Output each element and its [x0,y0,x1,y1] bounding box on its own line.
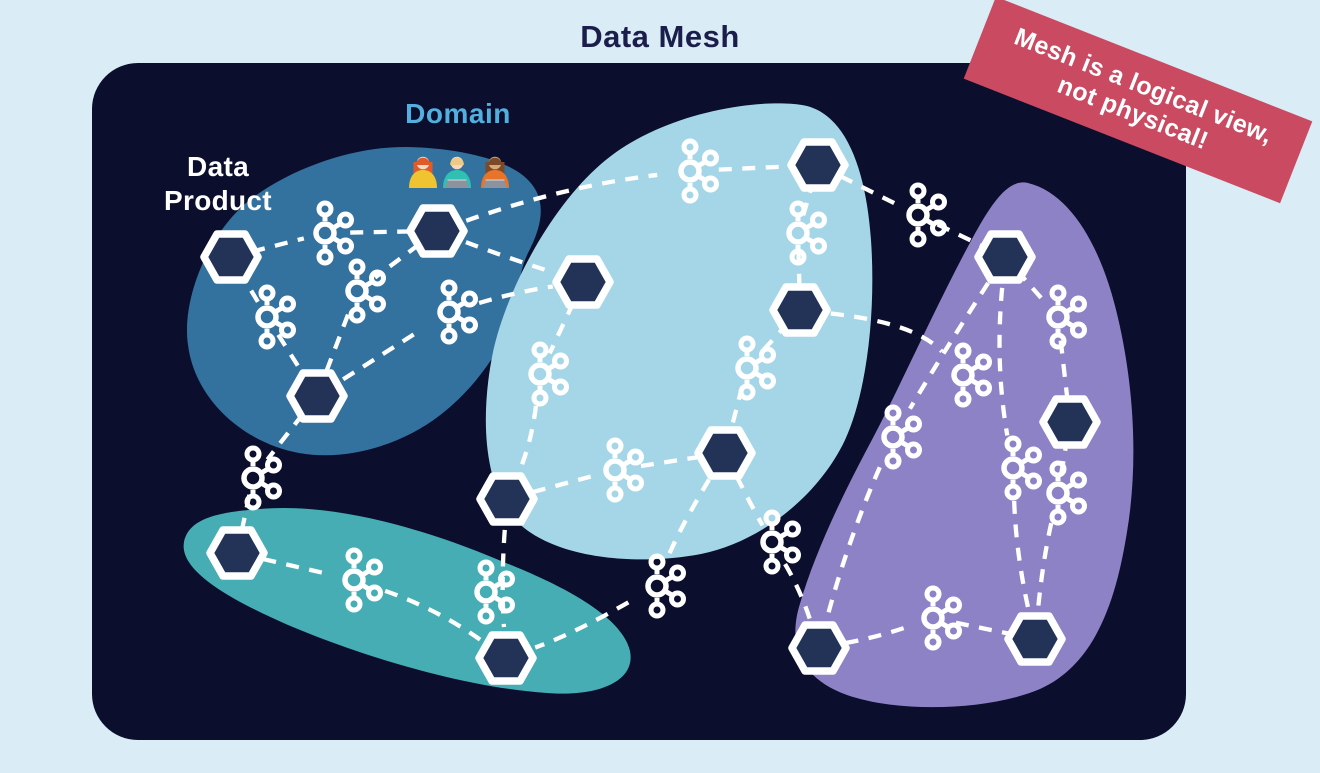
mesh-edge [663,478,711,563]
person-icon [481,156,509,188]
person-icon [443,156,471,188]
mesh-edge [465,172,658,223]
data-product-hexagon [204,234,258,280]
data-product-hexagon [410,208,464,254]
data-product-hexagon [791,142,845,188]
mesh-edge [1035,522,1054,609]
data-product-hexagon [480,476,534,522]
mesh-edge [734,475,765,527]
data-product-hexagon [698,430,752,476]
data-product-hexagon [479,635,533,681]
mesh-edge [262,556,329,577]
mesh-edge [341,327,423,382]
mesh-edge [350,229,412,235]
data-product-label: Data Product [138,150,298,218]
mesh-edge [515,405,539,476]
mesh-edge [639,454,701,469]
mesh-edge [530,474,592,495]
data-product-label-line2: Product [164,185,272,216]
data-product-hexagon [978,234,1032,280]
mesh-edge [830,311,944,354]
mesh-edge [718,164,790,172]
mesh-edge [783,562,813,623]
data-product-hexagon [1043,399,1097,445]
mesh-edge [845,624,909,646]
data-product-hexagon [556,259,610,305]
mesh-edge [997,287,1010,436]
data-product-hexagon [210,530,264,576]
mesh-edge [465,240,555,275]
data-product-hexagon [773,287,827,333]
mesh-edge [323,313,351,374]
data-product-hexagon [1008,616,1062,662]
mesh-edge [534,600,630,650]
domain-blob-center [485,103,873,560]
domain-label: Domain [405,98,511,129]
page-title: Data Mesh [580,19,740,54]
mesh-edge [796,250,802,293]
data-product-hexagon [792,625,846,671]
mesh-edge [824,466,882,619]
mesh-edge [839,174,897,206]
data-product-label-line1: Data [187,151,249,182]
mesh-edge [384,588,482,642]
mesh-edge [478,284,554,306]
mesh-edge [908,281,990,410]
data-product-hexagon [290,373,344,419]
mesh-edge [1012,500,1031,610]
person-icon [409,156,437,188]
